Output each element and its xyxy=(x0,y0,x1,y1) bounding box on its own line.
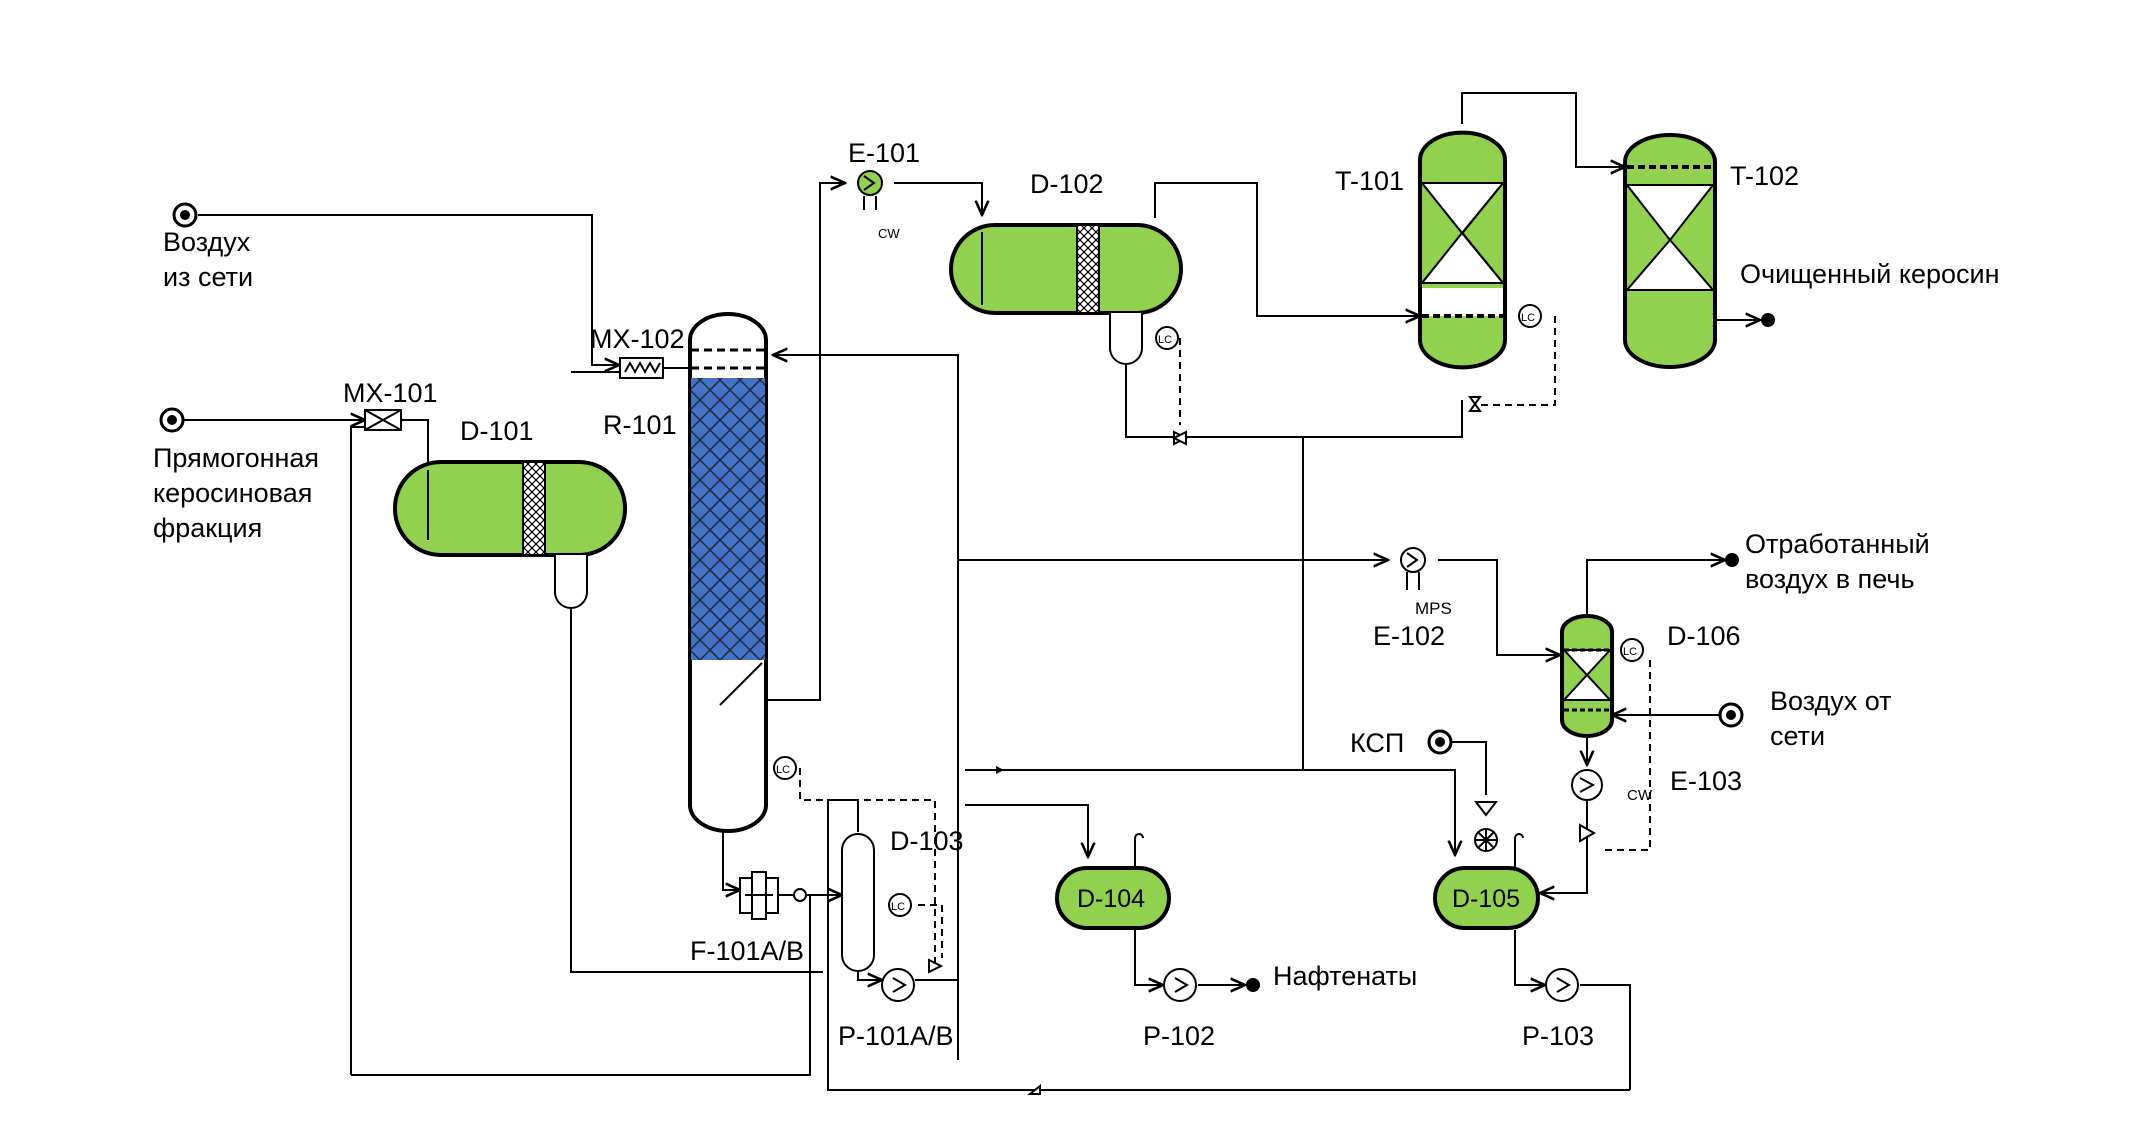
label-p101: P-101A/B xyxy=(838,1021,954,1051)
stream-air-net-line1: Воздух от xyxy=(1770,686,1892,716)
label-d103: D-103 xyxy=(890,826,964,856)
stream-ksp: КСП xyxy=(1350,728,1404,758)
stream-spent-air-line2: воздух в печь xyxy=(1745,564,1915,594)
product-outlet-node xyxy=(1761,313,1775,327)
heater-e102 xyxy=(1400,547,1426,590)
control-signals xyxy=(799,316,1651,965)
pump-p101 xyxy=(881,968,915,1002)
column-t102 xyxy=(1623,133,1717,369)
drum-d105 xyxy=(1433,801,1540,930)
spent-air-outlet-node xyxy=(1725,553,1739,567)
lc-r101: LC xyxy=(776,764,790,776)
level-controller-d106 xyxy=(1620,638,1644,662)
level-controller-d103 xyxy=(888,893,912,917)
label-mx101: MX-101 xyxy=(343,378,438,408)
label-p103: P-103 xyxy=(1522,1021,1594,1051)
drum-d104 xyxy=(1055,833,1171,930)
cooler-e101 xyxy=(857,170,883,210)
stream-product: Очищенный керосин xyxy=(1740,259,2000,289)
utility-mps-e102: MPS xyxy=(1415,599,1452,618)
stream-feed-line3: фракция xyxy=(153,513,262,543)
label-d104: D-104 xyxy=(1077,885,1145,913)
label-e102: E-102 xyxy=(1373,621,1445,651)
level-controller-r101 xyxy=(773,756,797,780)
lc-d103: LC xyxy=(891,901,905,913)
cooler-e103 xyxy=(1571,769,1603,801)
level-controller-t101 xyxy=(1518,304,1542,328)
column-d106 xyxy=(1560,614,1644,738)
label-d102: D-102 xyxy=(1030,169,1104,199)
drum-d102 xyxy=(949,223,1183,365)
label-e103: E-103 xyxy=(1670,766,1742,796)
lc-d106: LC xyxy=(1623,646,1637,658)
stream-endpoints xyxy=(159,202,1775,992)
lc-t101: LC xyxy=(1521,312,1535,324)
drum-d103 xyxy=(841,833,912,972)
mixer-mx102 xyxy=(619,357,664,379)
label-f101: F-101A/B xyxy=(690,936,804,966)
column-t101 xyxy=(1418,130,1542,370)
label-mx102: MX-102 xyxy=(590,324,685,354)
control-valves xyxy=(928,396,1597,1095)
stream-air-in-line2: из сети xyxy=(163,262,253,292)
pump-p102 xyxy=(1163,968,1197,1002)
label-t102: T-102 xyxy=(1730,161,1799,191)
utility-cw-e101: CW xyxy=(878,226,900,241)
label-p102: P-102 xyxy=(1143,1021,1215,1051)
reactor-r101 xyxy=(688,312,797,833)
stream-spent-air-line1: Отработанный xyxy=(1745,529,1930,559)
mixer-mx101 xyxy=(364,409,402,431)
level-controller-d102 xyxy=(1155,326,1179,350)
filter-f101 xyxy=(739,871,807,920)
label-d106: D-106 xyxy=(1667,621,1741,651)
label-r101: R-101 xyxy=(603,410,677,440)
pump-p103 xyxy=(1545,968,1579,1002)
label-d101: D-101 xyxy=(460,416,534,446)
lc-d102: LC xyxy=(1158,334,1172,346)
drum-d101 xyxy=(393,460,627,609)
label-t101: T-101 xyxy=(1335,166,1404,196)
label-d105: D-105 xyxy=(1452,885,1520,913)
naphthenates-outlet-node xyxy=(1246,978,1260,992)
stream-naphthenates: Нафтенаты xyxy=(1273,961,1417,991)
stream-air-net-line2: сети xyxy=(1770,721,1825,751)
label-e101: E-101 xyxy=(848,138,920,168)
stream-air-in-line1: Воздух xyxy=(163,227,251,257)
stream-feed-line2: керосиновая xyxy=(153,478,312,508)
utility-cw-e103: CW xyxy=(1627,787,1653,804)
stream-feed-line1: Прямогонная xyxy=(153,443,319,473)
